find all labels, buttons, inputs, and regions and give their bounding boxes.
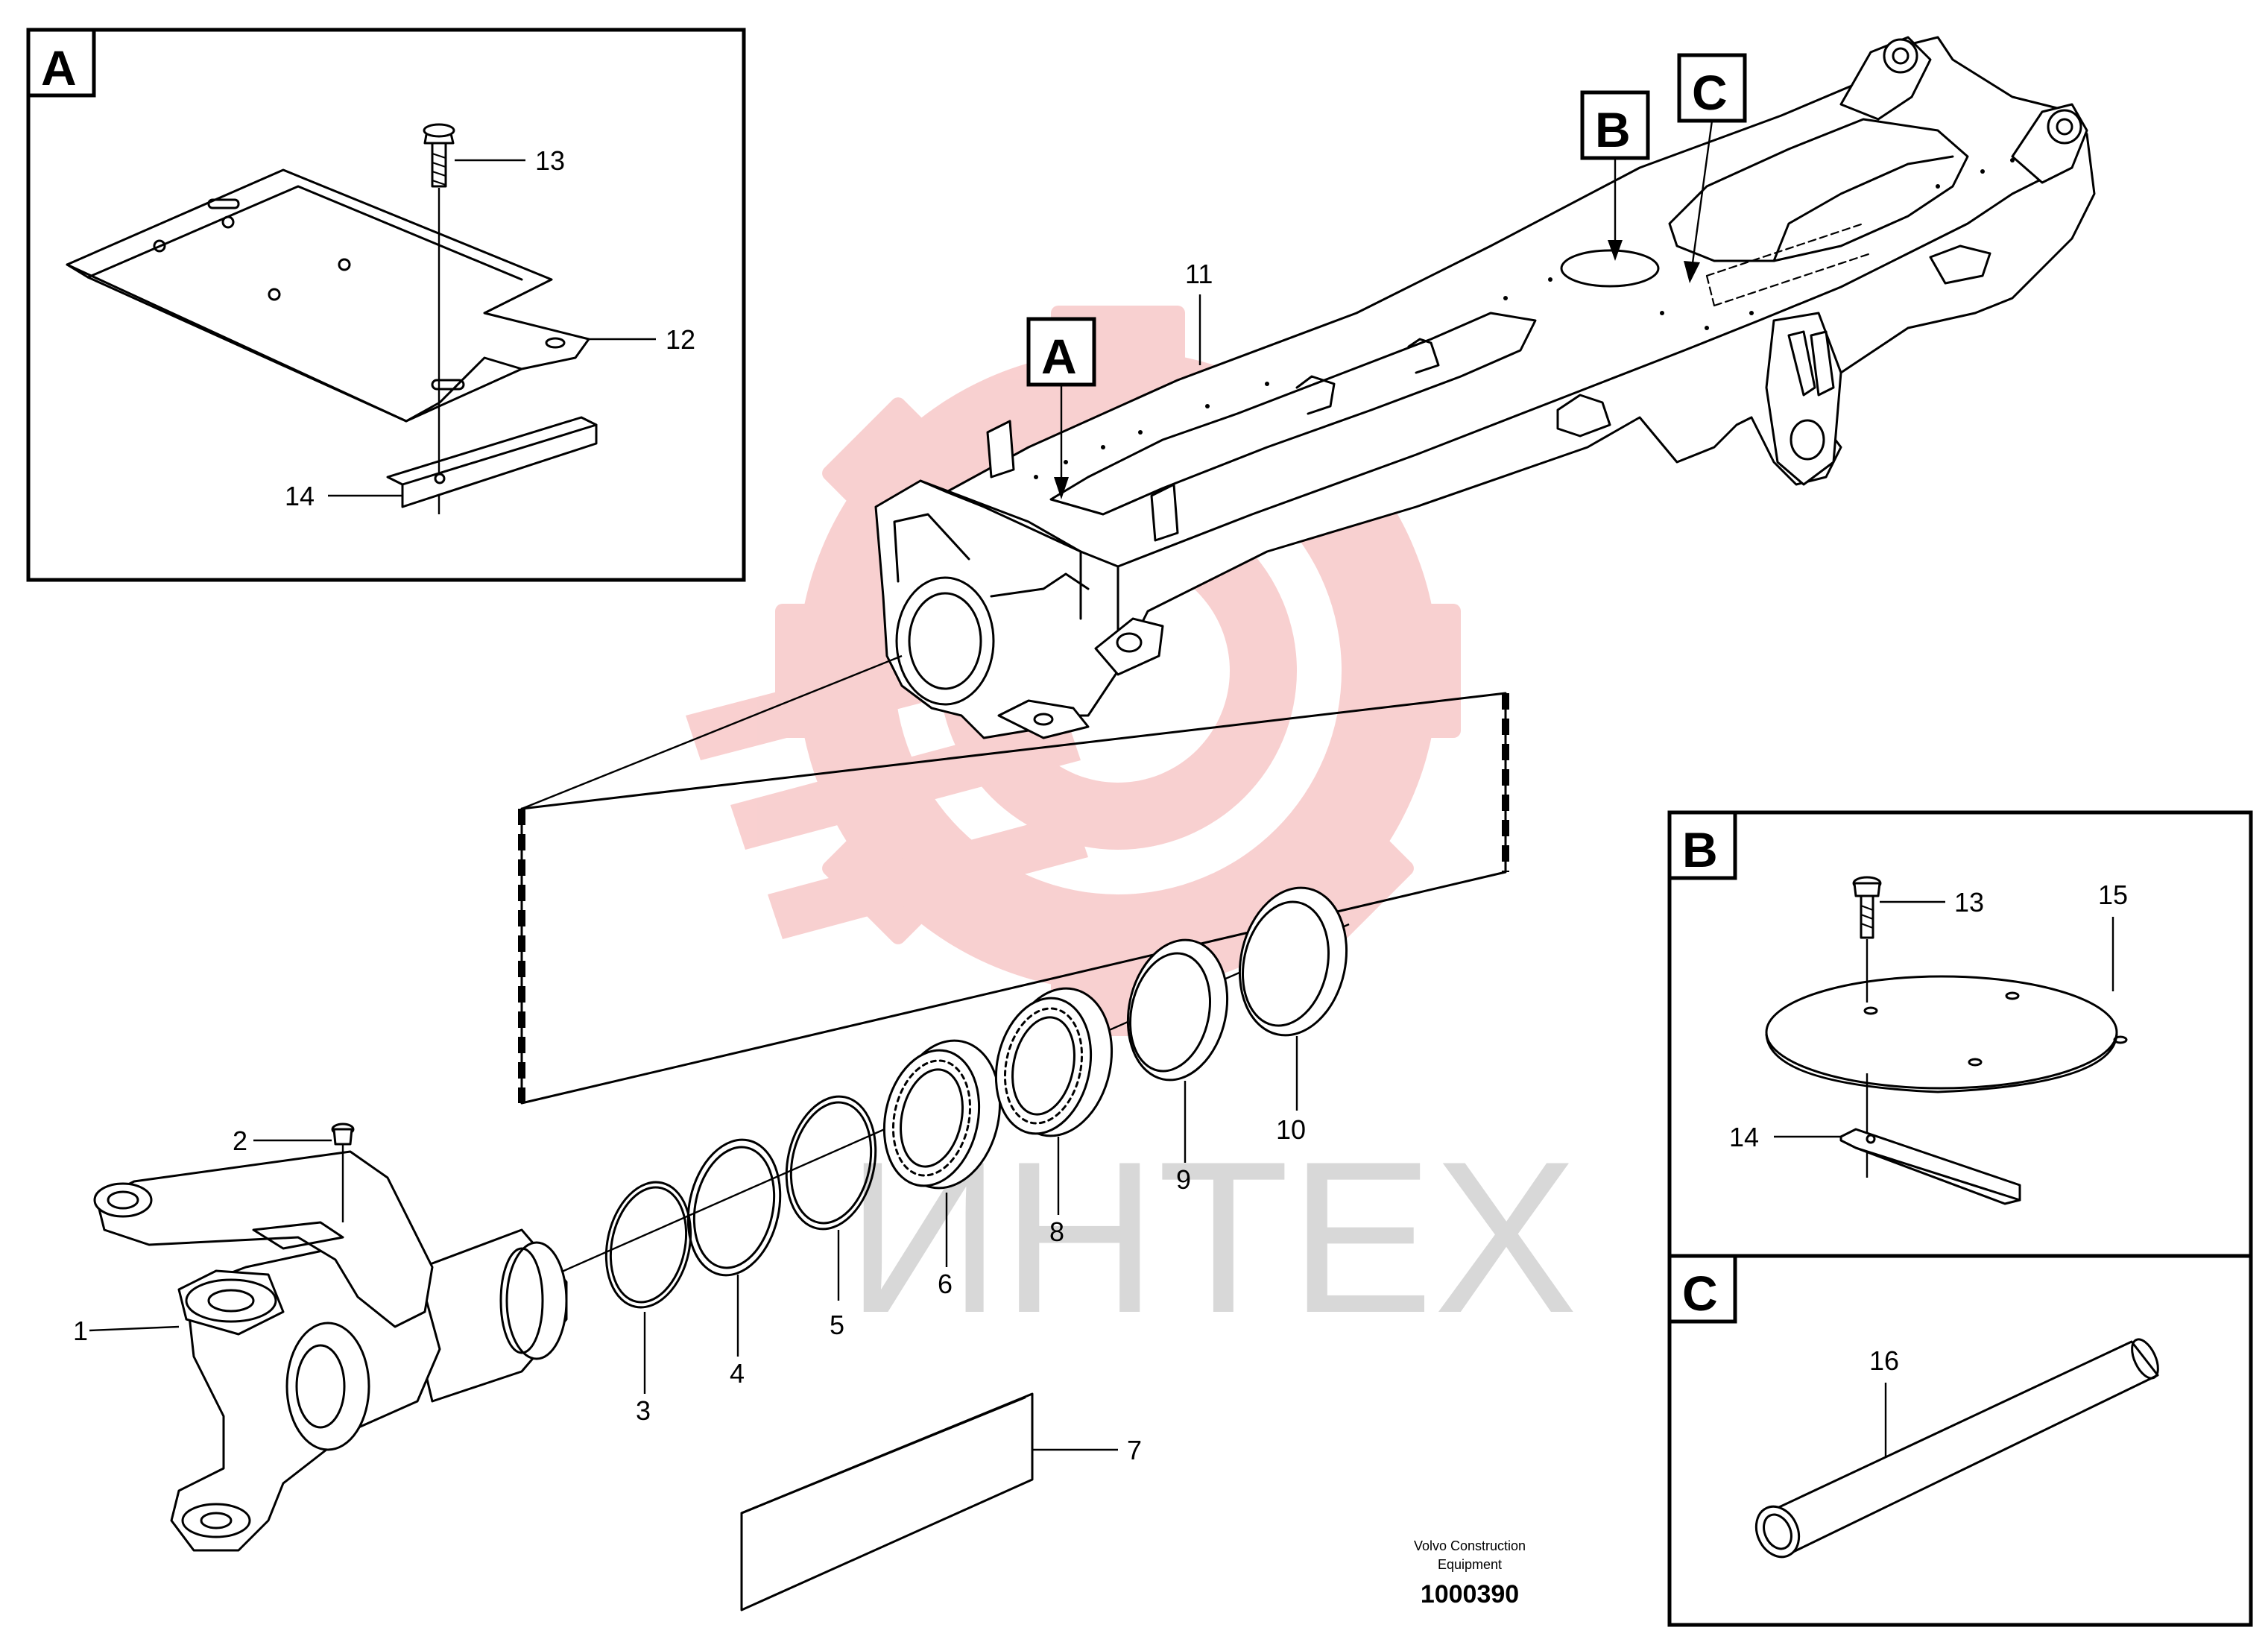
frame-lower-pad <box>997 699 1090 739</box>
frame-rear-knob <box>1929 244 1991 285</box>
seal-part-9: 9 <box>1126 938 1229 1195</box>
part-number-11: 11 <box>1185 259 1213 289</box>
part-number-13-detail-b: 13 <box>1954 887 1984 918</box>
part-number-16-detail-c: 16 <box>1869 1345 1899 1376</box>
bearing-part-6: 6 <box>882 1039 1002 1299</box>
part-number-5: 5 <box>830 1310 844 1340</box>
part-number-15-detail-b: 15 <box>2098 880 2128 910</box>
detail-a-panel: A 13 12 14 <box>26 28 746 582</box>
detail-b-label: B <box>1682 822 1718 877</box>
spacer-part-14-detail-a <box>401 423 598 508</box>
part-number-1: 1 <box>73 1316 88 1346</box>
shim-part-7: 7 <box>740 1392 1142 1611</box>
snap-ring-part-5: 5 <box>785 1095 877 1340</box>
shim-strip <box>740 1392 1034 1611</box>
cover-disc-part-15 <box>1765 975 2118 1090</box>
callout-c-on-frame: C <box>1677 53 1747 283</box>
svg-text:A: A <box>1041 329 1077 384</box>
callout-a-on-frame: A <box>1026 317 1096 499</box>
detail-b-panel: B 13 15 14 <box>1667 810 2253 1258</box>
part-number-3: 3 <box>636 1395 651 1426</box>
part-number-13-detail-a: 13 <box>535 145 565 176</box>
part-number-4: 4 <box>730 1358 745 1389</box>
part-number-6: 6 <box>938 1269 953 1299</box>
frame-front-bore <box>895 576 995 706</box>
part-number-8: 8 <box>1049 1216 1064 1247</box>
frame-front-lug <box>1094 617 1164 676</box>
knuckle-top-arm <box>95 1150 434 1328</box>
screw-part-2: 2 <box>233 1123 355 1222</box>
part-number-14-detail-a: 14 <box>285 481 315 511</box>
frame-bracket-front-right <box>1150 483 1179 542</box>
frame-rivet-holes <box>1034 158 2015 479</box>
frame-rear-hanger <box>1765 312 1842 486</box>
detail-a-label: A <box>41 40 77 95</box>
part-number-14-detail-b: 14 <box>1729 1122 1759 1152</box>
part-number-2: 2 <box>233 1125 247 1156</box>
detail-b-tab <box>1667 810 1737 880</box>
part-number-7: 7 <box>1127 1435 1142 1465</box>
steering-knuckle-part-1: 1 <box>73 1150 568 1552</box>
callout-b-on-frame: B <box>1580 90 1650 261</box>
seal-part-10: 10 <box>1238 886 1348 1145</box>
assembly-bracket <box>518 654 1509 1105</box>
footer-block: Volvo Construction Equipment 1000390 <box>1414 1538 1526 1608</box>
footer-brand-line2: Equipment <box>1438 1557 1502 1572</box>
detail-c-label: C <box>1682 1266 1718 1321</box>
front-frame-part-11: 11 <box>874 36 2096 739</box>
watermark-speed-stripes <box>686 619 1088 939</box>
svg-text:B: B <box>1595 102 1631 157</box>
detail-c-tab <box>1667 1254 1737 1324</box>
bearing-part-8: 8 <box>994 987 1114 1247</box>
seal-ring-part-4: 4 <box>686 1138 782 1389</box>
detail-c-panel: C 16 <box>1667 1254 2253 1627</box>
detail-a-tab <box>26 28 96 98</box>
part-number-12-detail-a: 12 <box>666 324 695 355</box>
frame-hole-b <box>1560 249 1660 288</box>
o-ring-part-3: 3 <box>604 1181 692 1426</box>
footer-drawing-number: 1000390 <box>1421 1580 1519 1608</box>
footer-brand-line1: Volvo Construction <box>1414 1538 1526 1553</box>
frame-bar-c-hidden <box>1705 222 1872 307</box>
part-number-9: 9 <box>1176 1164 1191 1195</box>
svg-text:C: C <box>1692 65 1728 120</box>
frame-side-boss <box>1556 394 1611 438</box>
frame-bracket-front-left <box>986 420 1015 479</box>
part-number-10: 10 <box>1276 1114 1306 1145</box>
